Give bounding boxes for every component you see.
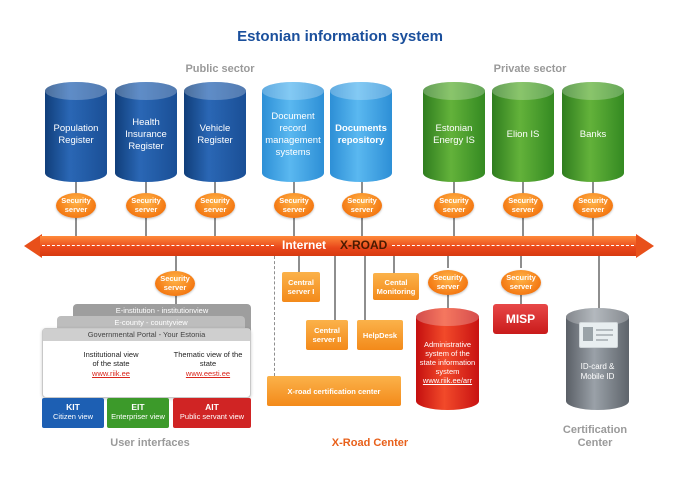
security-server: Security server	[501, 270, 541, 295]
connector-line	[447, 256, 449, 268]
id-card-icon	[579, 322, 618, 348]
database-elion: Elion IS	[492, 82, 554, 182]
security-server: Security server	[56, 193, 96, 218]
security-server: Security server	[503, 193, 543, 218]
database-document-record-management: Document record management systems	[262, 82, 324, 182]
connector-line	[364, 256, 366, 322]
security-server: Security server	[155, 271, 195, 296]
helpdesk: HelpDesk	[357, 320, 403, 350]
road-arrow-left-icon	[24, 234, 42, 258]
xroad-center-caption: X-Road Center	[331, 437, 409, 449]
thematic-view-link[interactable]: www.eesti.ee	[185, 369, 231, 378]
road-dashes	[42, 245, 274, 246]
certification-center-caption: Certification Center	[562, 424, 628, 449]
id-card-label: ID-card & Mobile ID	[580, 362, 615, 381]
security-server: Security server	[126, 193, 166, 218]
security-server: Security server	[573, 193, 613, 218]
institutional-view-text: Institutional view of the state	[83, 350, 139, 368]
governmental-portal-panel: Governmental Portal - Your Estonia Insti…	[42, 328, 251, 398]
misp-box: MISP	[493, 304, 548, 334]
connector-line	[447, 295, 449, 313]
database-banks: Banks	[562, 82, 624, 182]
thematic-view-text: Thematic view of the state	[173, 350, 243, 368]
administrative-system-label: Administrative system of the state infor…	[419, 339, 476, 376]
database-vehicle-register: Vehicle Register	[184, 82, 246, 182]
security-server: Security server	[195, 193, 235, 218]
public-sector-label: Public sector	[185, 63, 255, 75]
security-server: Security server	[428, 270, 468, 295]
connector-line	[598, 256, 600, 311]
central-server-1: Central server I	[282, 272, 320, 302]
connector-line	[175, 256, 177, 271]
road-arrow-right-icon	[636, 234, 654, 258]
administrative-system-db: Administrative system of the state infor…	[416, 308, 479, 410]
database-documents-repository: Documents repository	[330, 82, 392, 182]
central-monitoring: Cental Monitoring	[373, 273, 419, 300]
connector-line	[520, 295, 522, 305]
connector-line	[393, 256, 395, 276]
connector-line	[334, 256, 336, 322]
connector-line	[298, 256, 300, 272]
xroad-certification-center: X-road certification center	[267, 376, 401, 406]
institutional-view-link[interactable]: www.riik.ee	[92, 369, 130, 378]
connector-line	[520, 256, 522, 268]
database-estonian-energy: Estonian Energy IS	[423, 82, 485, 182]
administrative-system-link[interactable]: www.riik.ee/arr	[422, 375, 473, 385]
security-server: Security server	[434, 193, 474, 218]
private-sector-label: Private sector	[493, 63, 567, 75]
diagram-title: Estonian information system	[237, 28, 443, 45]
road-dashes	[392, 245, 634, 246]
central-server-2: Central server II	[306, 320, 348, 350]
database-health-insurance-register: Health Insurance Register	[115, 82, 177, 182]
connector-line	[175, 295, 177, 307]
security-server: Security server	[274, 193, 314, 218]
xroad-label: X-ROAD	[340, 238, 388, 252]
user-interfaces-caption: User interfaces	[110, 437, 190, 449]
security-server: Security server	[342, 193, 382, 218]
database-population-register: Population Register	[45, 82, 107, 182]
governmental-portal-title: Governmental Portal - Your Estonia	[43, 329, 250, 341]
internet-label: Internet	[282, 238, 327, 252]
xroad-center-boundary	[274, 256, 275, 376]
xroad-band	[40, 236, 637, 256]
